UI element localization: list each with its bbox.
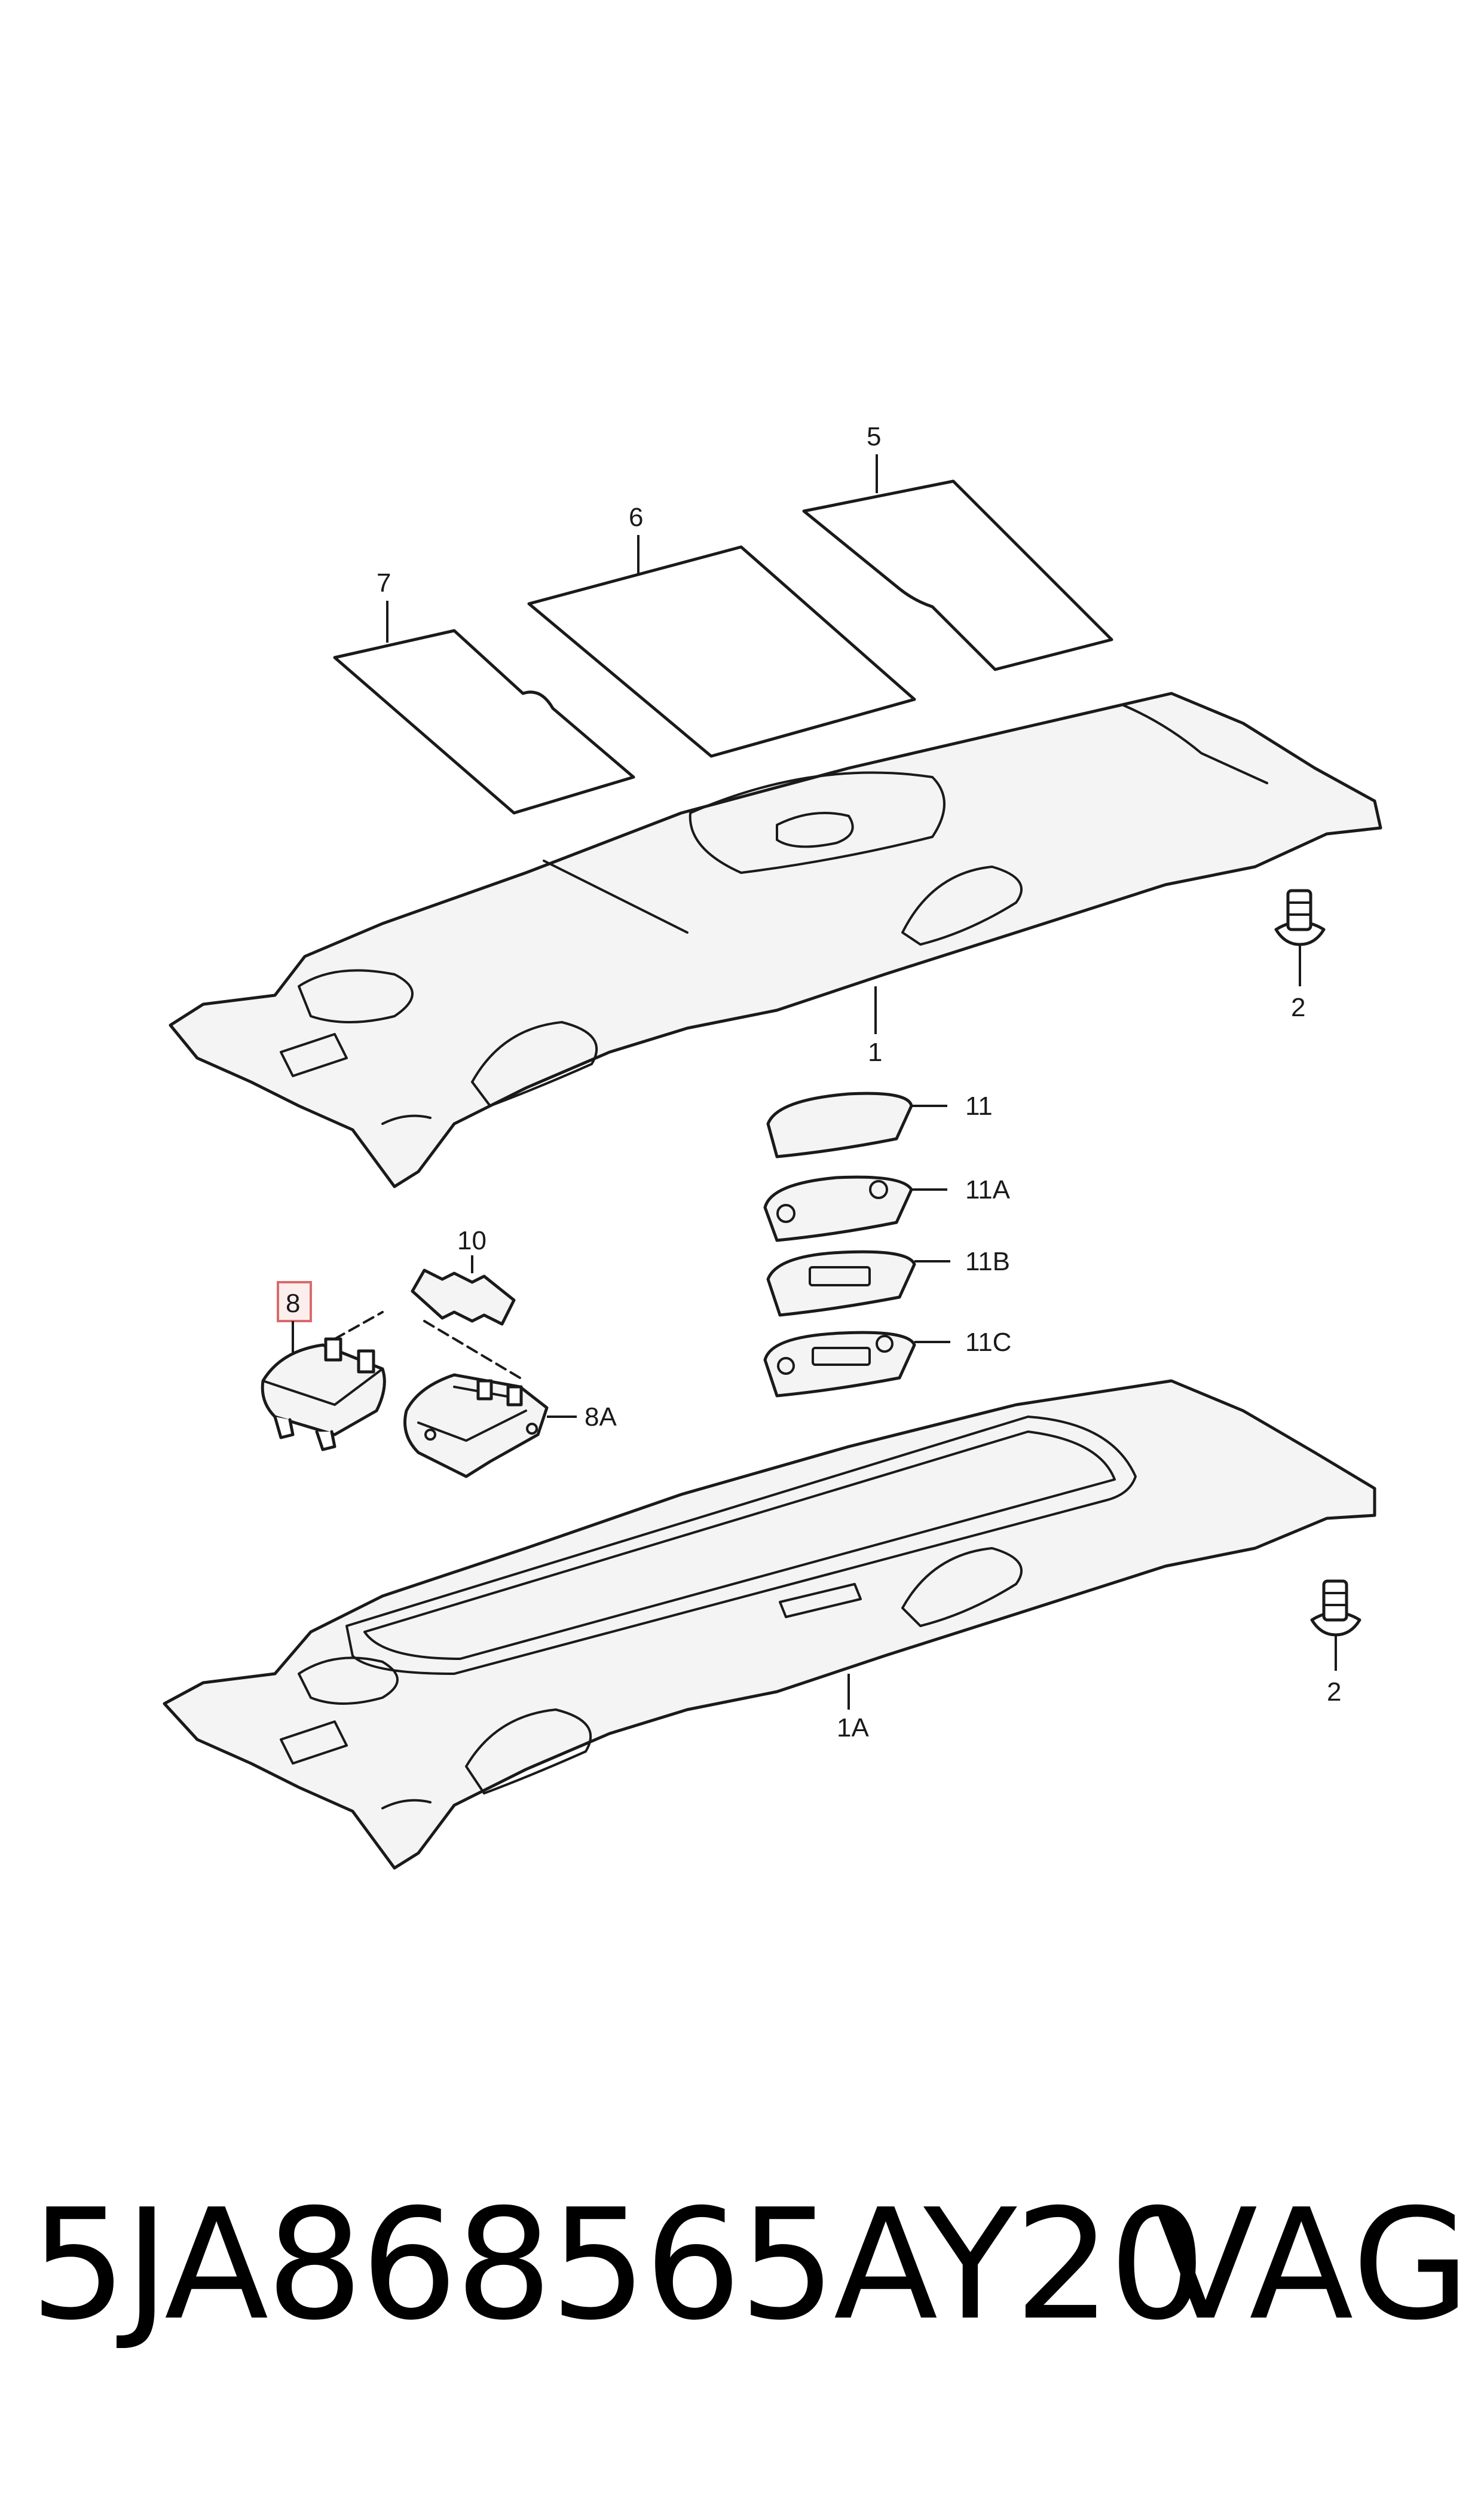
highlight-box xyxy=(277,1281,312,1322)
label-2-upper: 2 xyxy=(1291,993,1305,1022)
headliner-1: 1 xyxy=(169,692,1382,1188)
label-5: 5 xyxy=(867,422,881,451)
footer: 5JA868565AY20 VAG xyxy=(30,2176,1470,2355)
headliner-1A: 1A xyxy=(163,1379,1376,1870)
clip-2-lower: 2 xyxy=(1310,1579,1361,1707)
cover-11B: 11B xyxy=(766,1247,1010,1317)
insulation-mat-6: 6 xyxy=(527,503,916,758)
reading-light-8: 8 xyxy=(261,1281,521,1451)
bracket-10: 10 xyxy=(411,1226,516,1326)
label-8A: 8A xyxy=(585,1402,617,1432)
reading-light-8A: 8A xyxy=(403,1373,617,1478)
brand-name: VAG xyxy=(1153,2176,1471,2354)
insulation-mat-5: 5 xyxy=(802,422,1113,671)
cover-11: 11 xyxy=(766,1092,993,1158)
label-2-lower: 2 xyxy=(1327,1677,1341,1707)
label-10: 10 xyxy=(457,1226,486,1255)
label-11B: 11B xyxy=(965,1247,1010,1276)
cover-11A: 11A xyxy=(763,1175,1011,1242)
part-number: 5JA868565AY20 xyxy=(30,2176,1206,2354)
label-11C: 11C xyxy=(965,1328,1011,1357)
clip-2-upper: 2 xyxy=(1274,889,1326,1022)
label-11A: 11A xyxy=(965,1175,1011,1204)
label-8: 8 xyxy=(286,1289,300,1318)
label-1A: 1A xyxy=(837,1713,869,1742)
label-1: 1 xyxy=(868,1038,882,1067)
label-11: 11 xyxy=(965,1092,993,1121)
label-6: 6 xyxy=(629,503,643,532)
insulation-mat-7: 7 xyxy=(333,568,635,815)
cover-11C: 11C xyxy=(763,1328,1011,1398)
label-7: 7 xyxy=(377,568,391,598)
